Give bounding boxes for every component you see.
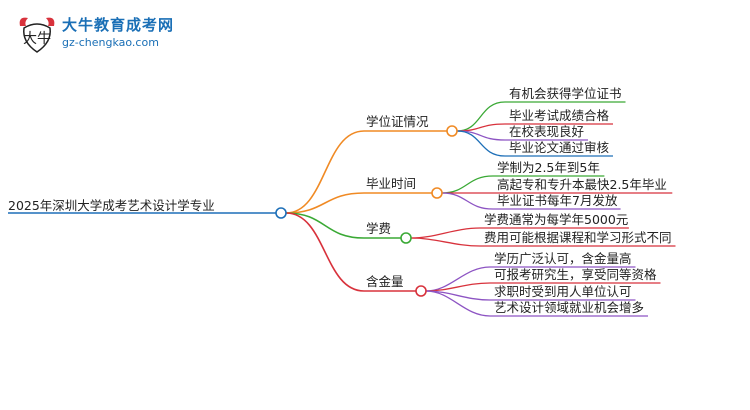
leaf-label: 有机会获得学位证书 — [509, 86, 622, 101]
leaf-label: 求职时受到用人单位认可 — [494, 284, 632, 299]
branch-toggle-dot[interactable] — [400, 232, 412, 244]
branch-connector — [285, 192, 365, 214]
branch-label: 毕业时间 — [366, 176, 417, 191]
leaf-label: 学制为2.5年到5年 — [497, 160, 600, 175]
leaf-label: 毕业考试成绩合格 — [509, 108, 610, 123]
root-node-label: 2025年深圳大学成考艺术设计学专业 — [8, 198, 215, 213]
leaf-connector — [410, 227, 481, 239]
branch-label: 含金量 — [366, 274, 404, 289]
branch-toggle-dot[interactable] — [446, 125, 458, 137]
leaf-label: 费用可能根据课程和学习形式不同 — [484, 230, 672, 245]
leaf-label: 高起专和专升本最快2.5年毕业 — [497, 177, 667, 192]
leaf-label: 可报考研究生，享受同等资格 — [494, 267, 657, 282]
leaf-label: 在校表现良好 — [509, 124, 585, 139]
logo-title: 大牛教育成考网 — [62, 16, 175, 34]
branch-connector — [285, 212, 365, 239]
branch-toggle-dot[interactable] — [415, 285, 427, 297]
leaf-label: 艺术设计领域就业机会增多 — [494, 300, 645, 315]
bull-logo-icon: 大牛 — [19, 17, 55, 53]
branch-connector — [285, 212, 365, 292]
branch-label: 学位证情况 — [366, 114, 429, 129]
branch-toggle-dot[interactable] — [431, 187, 443, 199]
logo-url: gz-chengkao.com — [62, 36, 159, 49]
leaf-label: 毕业证书每年7月发放 — [497, 193, 618, 208]
branch-label: 学费 — [366, 221, 392, 236]
leaf-label: 毕业论文通过审核 — [509, 140, 610, 155]
leaf-connector — [410, 237, 481, 247]
leaf-connector — [441, 192, 494, 210]
site-logo[interactable]: 大牛 大牛教育成考网 gz-chengkao.com — [14, 10, 214, 60]
leaf-connector — [425, 290, 491, 317]
leaf-connector — [441, 175, 494, 194]
root-toggle-dot[interactable] — [275, 207, 287, 219]
leaf-label: 学费通常为每学年5000元 — [484, 212, 629, 227]
leaf-label: 学历广泛认可，含金量高 — [494, 251, 632, 266]
branch-connector — [285, 130, 365, 214]
leaf-connector — [456, 130, 506, 157]
leaf-connector — [456, 101, 506, 132]
svg-text:大牛: 大牛 — [23, 31, 51, 47]
